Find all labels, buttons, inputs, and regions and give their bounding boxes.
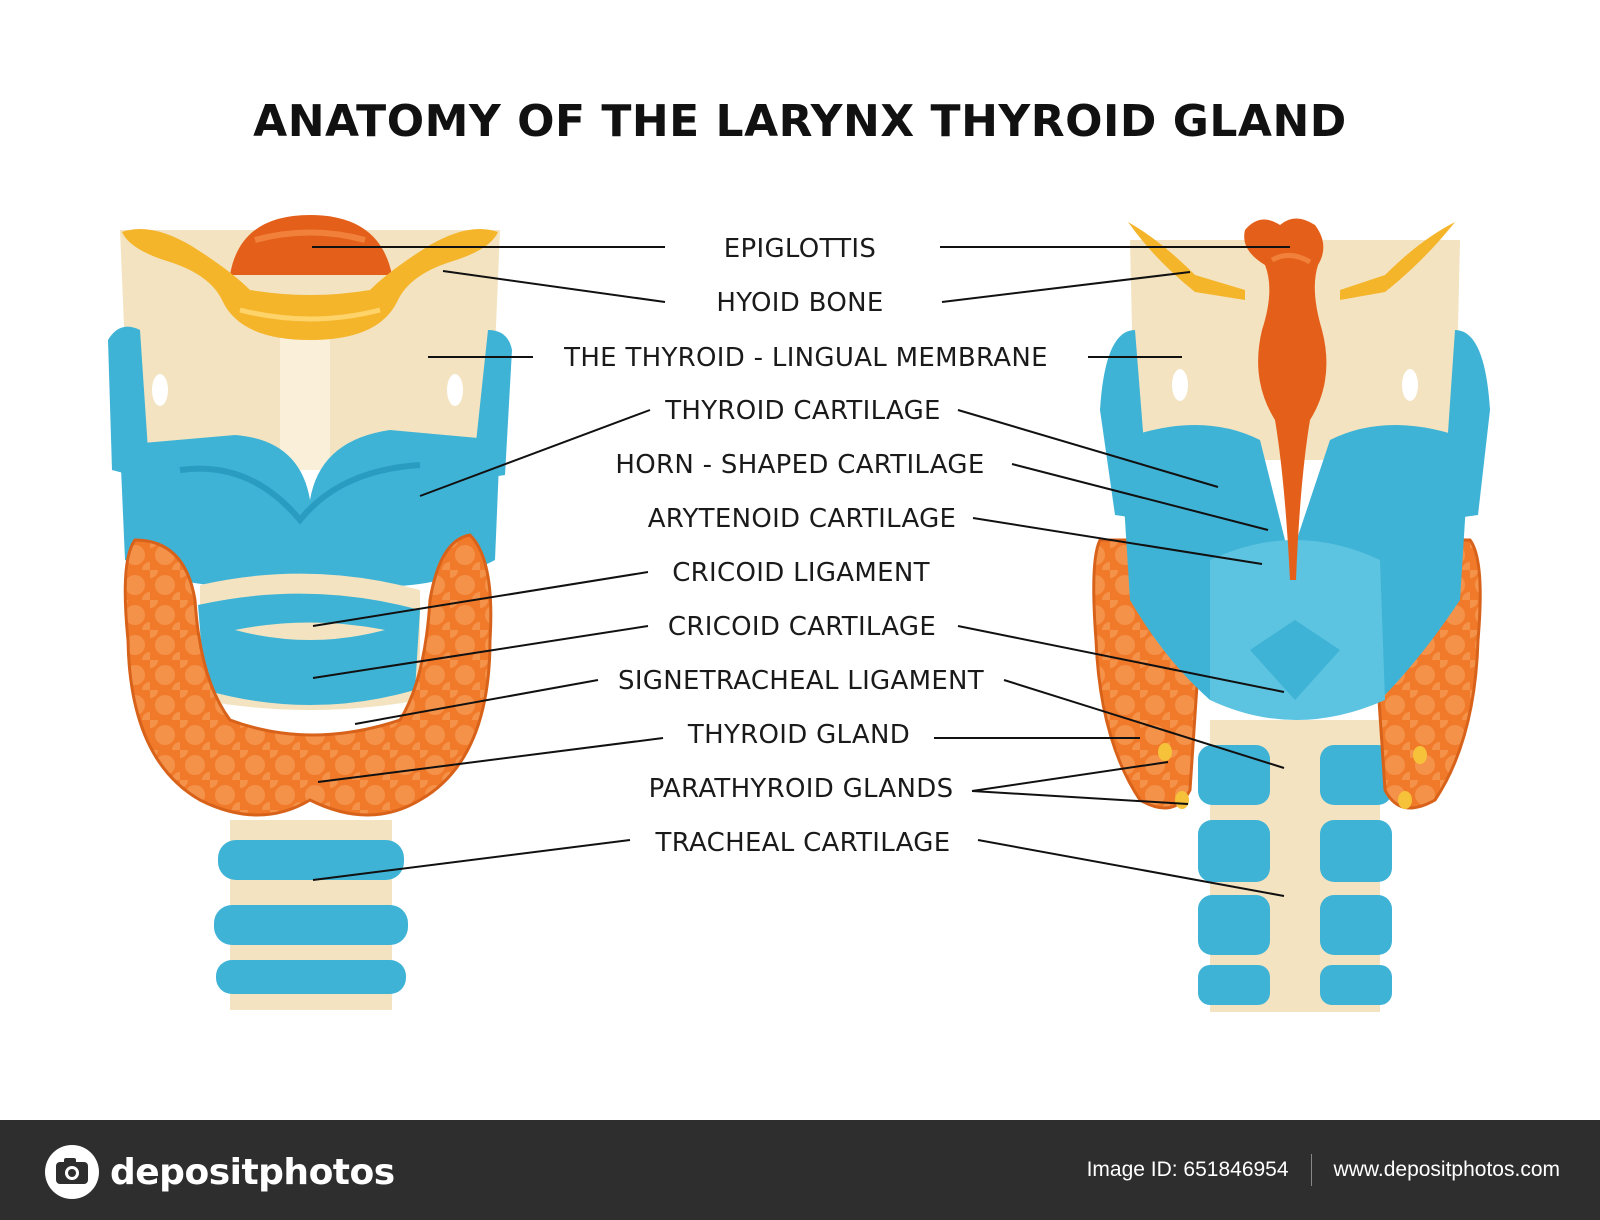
label-cricoid-ligament: CRICOID LIGAMENT <box>672 558 930 588</box>
back-view <box>1092 218 1490 1012</box>
label-epiglottis: EPIGLOTTIS <box>724 234 876 264</box>
website-link[interactable]: www.depositphotos.com <box>1333 1158 1560 1181</box>
label-thyroid-lingual-membrane: THE THYROID - LINGUAL MEMBRANE <box>563 343 1048 373</box>
label-tracheal-cartilage: TRACHEAL CARTILAGE <box>655 828 951 858</box>
label-arytenoid-cartilage: ARYTENOID CARTILAGE <box>648 504 957 534</box>
footer-bar: depositphotos Image ID: 651846954 www.de… <box>0 1120 1600 1220</box>
front-view <box>108 215 512 1010</box>
leader-lines <box>312 246 1290 897</box>
label-thyroid-cartilage: THYROID CARTILAGE <box>664 396 941 426</box>
labels: EPIGLOTTIS HYOID BONE THE THYROID - LING… <box>563 234 1048 858</box>
brand-logo[interactable]: depositphotos <box>44 1144 395 1200</box>
image-id: Image ID: 651846954 <box>1086 1158 1289 1181</box>
label-horn-shaped-cartilage: HORN - SHAPED CARTILAGE <box>615 450 984 480</box>
meta-divider <box>1310 1154 1312 1186</box>
label-thyroid-gland: THYROID GLAND <box>687 720 910 750</box>
page-title: ANATOMY OF THE LARYNX THYROID GLAND <box>253 96 1347 147</box>
brand-name: depositphotos <box>110 1151 395 1193</box>
anatomy-illustration: EPIGLOTTIS HYOID BONE THE THYROID - LING… <box>108 215 1490 1012</box>
image-meta: Image ID: 651846954 www.depositphotos.co… <box>1087 1154 1560 1186</box>
label-signetracheal-ligament: SIGNETRACHEAL LIGAMENT <box>618 666 984 696</box>
label-hyoid-bone: HYOID BONE <box>716 288 883 318</box>
camera-icon <box>45 1145 99 1199</box>
label-parathyroid-glands: PARATHYROID GLANDS <box>649 774 954 804</box>
diagram-canvas: ANATOMY OF THE LARYNX THYROID GLAND <box>108 96 1490 1012</box>
label-cricoid-cartilage: CRICOID CARTILAGE <box>668 612 936 642</box>
